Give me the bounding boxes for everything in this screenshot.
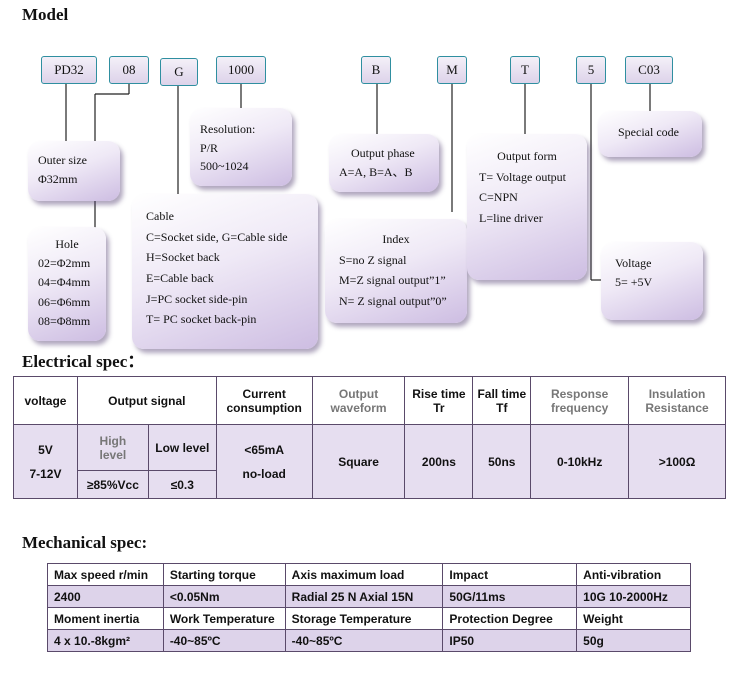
sub-low-level: Low level [147,424,217,471]
current-value: <65mA [244,442,285,457]
code-hole: 08 [109,56,149,84]
bubble-line: P/R [200,140,219,155]
mech-cell: 50G/11ms [442,585,578,608]
bubble-line: Φ32mm [38,171,78,186]
code-resolution: 1000 [216,56,266,84]
mech-cell: -40~85ºC [162,629,286,652]
model-heading: Model [22,5,69,24]
code-output-phase: B [361,56,391,84]
fall-value: 50ns [472,424,532,499]
mech-cell: 4 x 10.-8kgm² [47,629,164,652]
bubble-title: Voltage [615,256,652,270]
header-waveform: Output waveform [311,376,406,425]
bubble-line: T= PC socket back-pin [146,312,257,327]
bubble-outer-size: Outer size Φ32mm [28,141,120,201]
mech-cell: Impact [442,563,578,586]
mech-row-values-2: 4 x 10.-8kgm² -40~85ºC -40~85ºC IP50 50g [47,629,691,652]
mech-cell: Max speed r/min [47,563,164,586]
header-current: Current consumption [215,376,313,425]
header-insulation: Insulation Resistance [628,376,726,425]
bubble-line: 500~1024 [200,159,249,174]
waveform-value: Square [311,424,406,499]
code-voltage: 5 [576,56,606,84]
rise-value: 200ns [404,424,474,499]
insulation-value: >100Ω [628,424,726,499]
mech-row-values-1: 2400 <0.05Nm Radial 25 N Axial 15N 50G/1… [47,585,691,608]
mechanical-heading: Mechanical spec: [22,533,148,552]
bubble-title: Special code [618,125,679,139]
header-voltage: voltage [13,376,78,425]
mech-cell: Radial 25 N Axial 15N [284,585,444,608]
bubble-line: H=Socket back [146,250,220,265]
bubble-output-form: Output form T= Voltage output C=NPN L=li… [467,134,587,280]
voltage-5v: 5V [38,442,53,457]
bubble-special-code: Special code [598,111,702,157]
bubble-line: C=Socket side, G=Cable side [146,229,288,244]
bubble-title: Output form [497,149,557,163]
bubble-hole: Hole 02=Φ2mm 04=Φ4mm 06=Φ6mm 08=Φ8mm [28,227,106,341]
high-level-value: ≥85%Vcc [76,470,149,499]
mech-cell: Anti-vibration [576,563,691,586]
voltage-cell: 5V 7-12V [13,424,78,499]
mech-cell: Protection Degree [442,607,578,630]
bubble-line: 02=Φ2mm [38,256,91,271]
current-condition: no-load [242,466,286,481]
electrical-table: voltage Output signal Current consumptio… [13,376,726,499]
sub-high-level: High level [76,424,149,471]
electrical-heading: Electrical spec： [22,352,145,371]
bubble-index: Index S=no Z signal M=Z signal output”1”… [325,219,467,323]
header-rise: Rise time Tr [404,376,474,425]
bubble-line: A=A, B=A、B [339,164,413,179]
current-cell: <65mA no-load [215,424,313,499]
voltage-7-12v: 7-12V [29,466,62,481]
bubble-line: E=Cable back [146,270,214,285]
bubble-line: 08=Φ8mm [38,313,91,328]
bubble-title: Resolution: [200,122,256,136]
bubble-line: J=PC socket side-pin [146,291,248,306]
mech-cell: Axis maximum load [284,563,444,586]
bubble-line: 06=Φ6mm [38,294,91,309]
mech-cell: -40~85ºC [284,629,444,652]
bubble-title: Outer size [38,153,87,167]
code-cable: G [160,58,198,86]
bubble-line: 04=Φ4mm [38,275,91,290]
mech-cell: Starting torque [162,563,286,586]
mech-cell: IP50 [442,629,578,652]
bubble-title: Output phase [351,146,415,160]
bubble-line: M=Z signal output”1” [339,273,446,288]
bubble-line: S=no Z signal [339,252,407,267]
mech-cell: Storage Temperature [284,607,444,630]
header-output-signal: Output signal [76,376,217,425]
code-special: C03 [625,56,673,84]
code-output-form: T [510,56,540,84]
bubble-title: Hole [55,237,79,251]
mech-cell: Moment inertia [47,607,164,630]
bubble-line: C=NPN [479,190,518,205]
bubble-line: L=line driver [479,210,543,225]
mech-cell: Work Temperature [162,607,286,630]
frequency-value: 0-10kHz [530,424,630,499]
bubble-cable: Cable C=Socket side, G=Cable side H=Sock… [132,194,318,349]
mechanical-table: Max speed r/min Starting torque Axis max… [47,563,691,652]
mech-cell: Weight [576,607,691,630]
bubble-title: Cable [146,209,174,223]
bubble-output-phase: Output phase A=A, B=A、B [329,134,439,192]
low-level-value: ≤0.3 [147,470,217,499]
mech-cell: <0.05Nm [162,585,286,608]
mech-row-header-1: Max speed r/min Starting torque Axis max… [47,563,691,586]
bubble-title: Index [382,232,410,246]
header-fall: Fall time Tf [472,376,532,425]
mech-cell: 10G 10-2000Hz [576,585,691,608]
code-outer-size: PD32 [41,56,97,84]
header-frequency: Response frequency [530,376,630,425]
bubble-resolution: Resolution: P/R 500~1024 [190,108,292,186]
bubble-line: 5= +5V [615,274,653,289]
bubble-voltage: Voltage 5= +5V [601,242,703,320]
mech-cell: 50g [576,629,691,652]
bubble-line: N= Z signal output”0” [339,293,447,308]
bubble-line: T= Voltage output [479,169,566,184]
code-index: M [437,56,467,84]
mech-cell: 2400 [47,585,164,608]
mech-row-header-2: Moment inertia Work Temperature Storage … [47,607,691,630]
